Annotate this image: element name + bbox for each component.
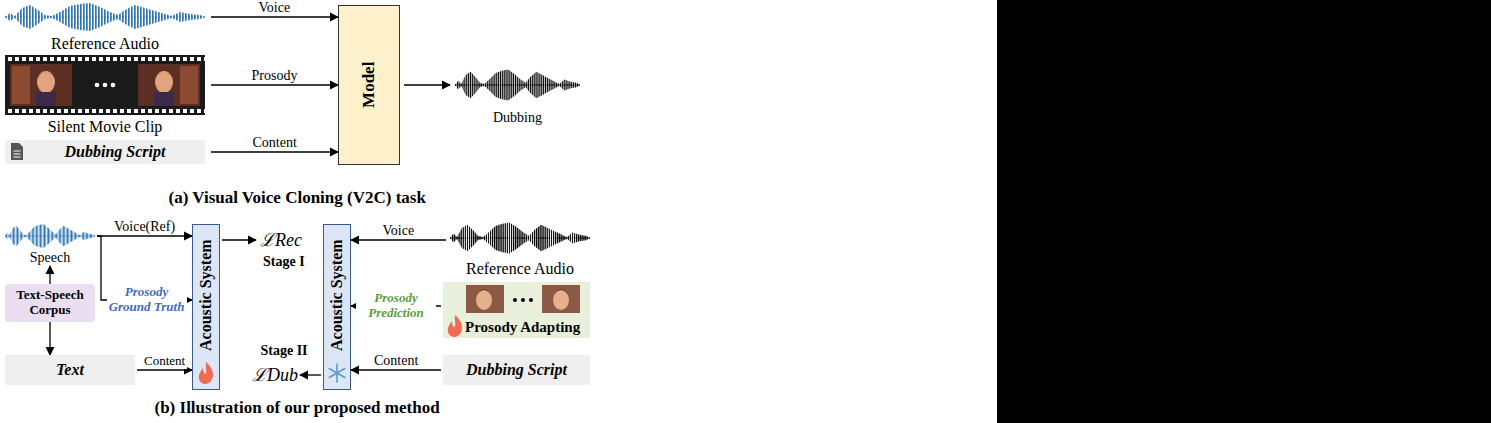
film-strip xyxy=(5,55,205,115)
arrow-connector xyxy=(49,266,50,284)
node-label: Reference Audio xyxy=(466,260,574,278)
audio-figure: Reference Audio xyxy=(5,1,205,53)
loss-term: ℒRec xyxy=(256,229,306,251)
thumbnail xyxy=(466,285,504,313)
arrow-connector xyxy=(351,239,446,240)
node-label: Dubbing Script xyxy=(65,143,166,161)
corpus-box: Text-Speech Corpus xyxy=(5,284,95,322)
arrow-connector xyxy=(211,84,338,85)
loss-term: ℒDub xyxy=(250,364,300,386)
node-label: Dubbing Script xyxy=(466,361,567,379)
arrow-connector xyxy=(404,84,450,85)
thumbnail xyxy=(542,285,580,313)
face xyxy=(553,290,569,310)
arrow-connector xyxy=(97,235,192,236)
audio-figure: Dubbing xyxy=(450,64,585,126)
waveform xyxy=(450,223,590,254)
stage-label: Stage I xyxy=(261,254,307,270)
arrow-connector xyxy=(49,322,50,355)
hair xyxy=(36,72,56,80)
dot xyxy=(521,298,525,302)
flame-icon xyxy=(199,362,213,384)
snowflake-icon xyxy=(329,364,345,382)
waveform xyxy=(5,3,205,31)
script-box: Dubbing Script xyxy=(5,140,205,164)
arrow-connector xyxy=(137,369,192,370)
script-box: Dubbing Script xyxy=(443,355,590,385)
body xyxy=(36,92,56,106)
hair xyxy=(154,72,174,80)
dot xyxy=(95,83,100,88)
audio-figure: Reference Audio xyxy=(450,222,590,278)
node-label: Prosody Adapting xyxy=(465,319,580,336)
model-box: Model xyxy=(338,5,400,165)
hair xyxy=(553,289,569,296)
waveform xyxy=(5,224,95,248)
edge-label: Content xyxy=(142,354,187,369)
hair xyxy=(476,289,492,296)
vertical-label: Acoustic System xyxy=(197,239,215,351)
arrow-connector xyxy=(351,369,441,370)
node-label: Silent Movie Clip xyxy=(48,118,163,136)
waveform xyxy=(455,70,580,101)
document-icon xyxy=(11,143,23,160)
edge-label: Content xyxy=(251,135,299,151)
film-figure: Silent Movie Clip xyxy=(5,55,205,136)
frame-detail xyxy=(180,66,198,104)
prosody-adapting-box: Prosody Adapting xyxy=(443,282,590,338)
face xyxy=(476,290,492,310)
face xyxy=(155,71,173,93)
face xyxy=(37,71,55,93)
arrow-connector xyxy=(222,239,256,240)
vertical-label: Model xyxy=(359,62,379,108)
face-thumbnails xyxy=(466,285,580,313)
node-label: Reference Audio xyxy=(51,35,159,53)
arrow-connector xyxy=(211,16,338,17)
dot xyxy=(513,298,517,302)
dot xyxy=(111,83,116,88)
caption: (b) Illustration of our proposed method xyxy=(153,398,442,418)
flame-icon xyxy=(448,315,462,337)
arrow-connector xyxy=(211,151,338,152)
node-label: Dubbing xyxy=(493,110,542,126)
node-label: Text-Speech Corpus xyxy=(9,288,91,318)
node-label: ℒDub xyxy=(252,365,298,386)
vertical-label: Acoustic System xyxy=(328,239,346,351)
black-panel xyxy=(997,0,1491,423)
node-label: Text xyxy=(56,361,84,379)
film-base xyxy=(5,55,205,115)
edge-label: Voice xyxy=(381,223,417,239)
document-shape xyxy=(11,143,23,160)
audio-figure: Speech xyxy=(5,222,95,266)
snowflake-arms xyxy=(329,364,345,382)
text-box: Text xyxy=(5,355,135,385)
edge-label: Prosody xyxy=(250,68,300,84)
document-lines xyxy=(14,151,21,157)
acoustic-system-box: Acoustic System xyxy=(323,224,351,390)
dot xyxy=(103,83,108,88)
stage-label: Stage II xyxy=(259,343,310,359)
frame-detail xyxy=(12,66,30,104)
film-frame xyxy=(138,64,200,106)
film-holes xyxy=(5,109,205,113)
dot xyxy=(529,298,533,302)
node-label: ℒRec xyxy=(260,230,302,251)
edge-label: Content xyxy=(372,353,420,369)
node-label: Speech xyxy=(30,250,70,266)
edge-label: Prosody Ground Truth xyxy=(107,285,187,315)
film-holes xyxy=(5,57,205,61)
edge-label: Prosody Prediction xyxy=(356,291,436,321)
film-frame xyxy=(10,64,72,106)
acoustic-system-box: Acoustic System xyxy=(192,224,220,390)
edge-label: Voice xyxy=(257,0,293,16)
arrow-connector xyxy=(300,374,321,375)
body xyxy=(154,92,174,106)
caption: (a) Visual Voice Cloning (V2C) task xyxy=(167,188,428,208)
edge-label: Voice(Ref) xyxy=(112,219,177,235)
